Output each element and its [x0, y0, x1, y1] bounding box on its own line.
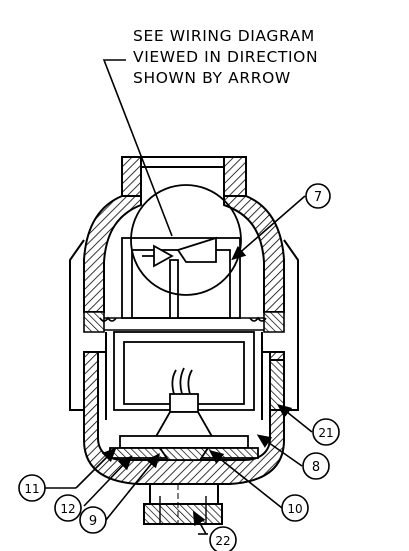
- sensing-element: [109, 367, 259, 461]
- note-leader: [102, 59, 173, 237]
- callout-9: 9: [89, 514, 97, 529]
- note-line-3: SHOWN BY ARROW: [133, 69, 291, 87]
- callouts: [18, 183, 340, 551]
- callout-7: 7: [314, 190, 322, 205]
- bottom-port: [143, 484, 223, 525]
- callout-8: 8: [312, 460, 320, 475]
- switch-assembly: [113, 236, 255, 411]
- note-line-2: VIEWED IN DIRECTION: [133, 48, 318, 66]
- callout-labels: 7 21 8 10 22 9 12 11: [24, 190, 333, 548]
- callout-11: 11: [24, 482, 39, 496]
- view-circle: [130, 184, 242, 296]
- callout-10: 10: [287, 502, 302, 516]
- callout-21: 21: [318, 426, 333, 440]
- callout-22: 22: [215, 534, 230, 548]
- note-line-1: SEE WIRING DIAGRAM: [133, 27, 315, 45]
- wiring-note: SEE WIRING DIAGRAM VIEWED IN DIRECTION S…: [133, 27, 318, 87]
- callout-12: 12: [60, 502, 75, 516]
